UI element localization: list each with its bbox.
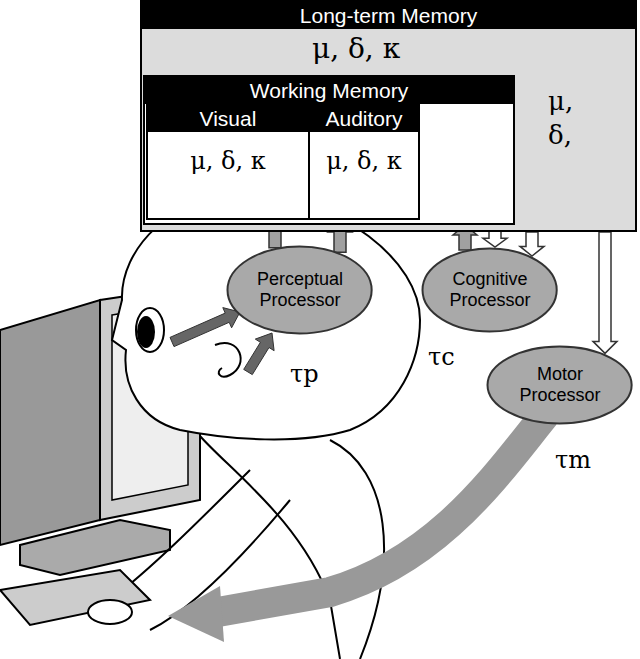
oval-text-holder: Cognitive Processor [442,269,538,311]
sense-arrow [170,308,240,347]
memory-panel: Working MemoryVisualμ, δ, κAuditoryμ, δ,… [143,75,515,225]
action-arrow [218,415,545,612]
oval-shape [228,247,372,334]
parameter-label: τm [555,446,591,474]
box-heading: Auditory [310,105,418,132]
store-box: Auditoryμ, δ, κ [308,103,420,220]
box-heading: Long-term Memory [142,2,635,29]
box-heading: Visual [148,105,308,132]
processor-oval: Motor Processor [486,345,633,425]
hand [88,600,132,624]
processor-name: Motor Processor [508,364,611,406]
box-heading: Working Memory [145,77,513,104]
parameter-text: μ, δ, κ [312,33,400,65]
oval-shape [423,249,557,332]
store-box: Visualμ, δ, κ [146,103,310,220]
processor-name: Cognitive Processor [442,269,538,311]
processor-name: Perceptual Processor [248,269,351,311]
eye [136,308,164,352]
parameter-text: μ, δ, κ [310,132,418,176]
flow-arrow [593,232,617,353]
monitor-case [0,300,100,545]
parameter-text: μ, δ, κ [148,132,308,176]
body-outline [330,440,384,659]
parameter-label: μ, δ, [548,84,592,152]
keyboard [0,570,150,625]
flow-arrow [520,232,544,256]
sense-arrow [244,333,274,375]
monitor-stand [20,520,170,575]
action-arrowhead [168,586,224,642]
processor-oval: Cognitive Processor [421,247,558,333]
processor-oval: Perceptual Processor [226,245,373,335]
oval-text-holder: Motor Processor [508,364,611,406]
pupil [137,316,155,348]
parameter-label: τc [428,343,455,371]
oval-shape [488,347,632,424]
parameter-label: τp [290,360,319,388]
ear [215,343,241,377]
oval-text-holder: Perceptual Processor [248,269,351,311]
